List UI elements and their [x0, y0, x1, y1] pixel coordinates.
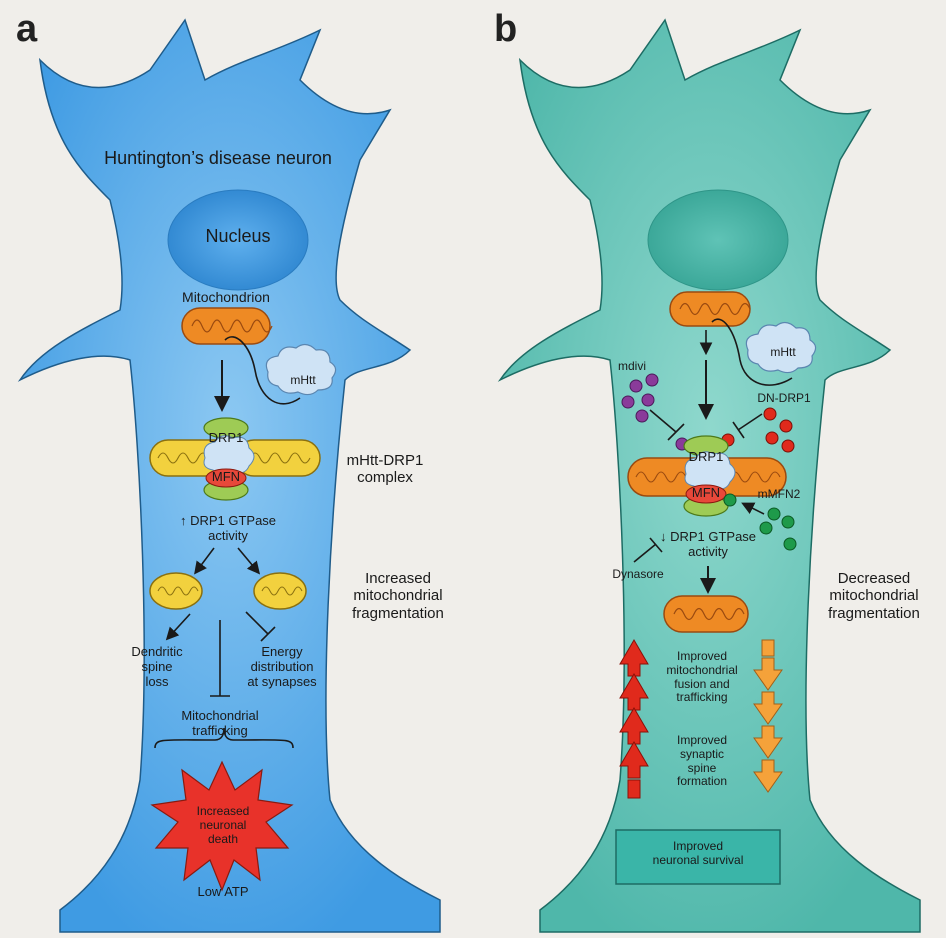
orange-down-arrows: [753, 639, 783, 793]
mito-fragment-a-2: [253, 572, 307, 610]
death-burst: [150, 760, 294, 892]
mitochondrion-b-bottom: [663, 595, 749, 633]
mhtt-label-b: mHtt: [770, 345, 796, 359]
survival-box: [615, 829, 781, 885]
gtpase-label-a: ↑ DRP1 GTPase activity: [179, 513, 277, 543]
mmfn2-molecules: [723, 493, 797, 551]
fusion-complex-b: [627, 435, 787, 517]
drp1-label-b: DRP1: [688, 449, 724, 464]
mfn-label-a: MFN: [211, 469, 241, 484]
mitochondrion-a-top: [181, 307, 273, 345]
inhibit-dynasore: [633, 537, 663, 563]
neuron-title: Huntington’s disease neuron: [104, 148, 332, 168]
panel-letter-b: b: [494, 8, 518, 50]
fusion-label: Improved mitochondrial fusion and traffi…: [666, 649, 738, 705]
inhibit-a-energy: [245, 611, 276, 642]
mhtt-link-a: [224, 336, 301, 405]
mfn-label-b: MFN: [691, 485, 721, 500]
survival-label: Improved neuronal survival: [652, 839, 744, 867]
mitochondrion-b-top: [669, 291, 751, 327]
inhibit-dn-drp1: [732, 413, 763, 439]
dn-drp1-molecules: [721, 407, 795, 453]
atp-label: Low ATP: [197, 884, 249, 899]
trafficking-label: Mitochondrial trafficking: [181, 708, 259, 738]
dendritic-label: Dendritic spine loss: [131, 644, 183, 689]
mhtt-cloud-b: [745, 321, 817, 374]
panel-letter-a: a: [16, 8, 38, 50]
mhtt-link-b: [711, 318, 793, 386]
mmfn2-label: mMFN2: [757, 487, 801, 501]
nucleus-label: Nucleus: [205, 226, 271, 246]
dynasore-label: Dynasore: [612, 567, 664, 581]
inhibit-a-trafficking: [210, 620, 230, 697]
death-label: Increased neuronal death: [196, 804, 250, 846]
arrow-mmfn2: [741, 502, 765, 515]
mhtt-cloud-a: [265, 343, 337, 396]
dn-drp1-label: DN-DRP1: [757, 391, 811, 405]
fragmentation-label-b: Decreased mitochondrial fragmentation: [828, 570, 920, 622]
fragmentation-label-a: Increased mitochondrial fragmentation: [352, 570, 444, 622]
arrow-a-3: [237, 547, 261, 575]
drp1-label-a: DRP1: [208, 430, 244, 445]
mitochondrion-label: Mitochondrion: [182, 289, 270, 305]
gtpase-label-b: ↓ DRP1 GTPase activity: [659, 529, 757, 559]
mdivi-label: mdivi: [617, 359, 646, 373]
complex-label: mHtt-DRP1 complex: [346, 452, 424, 487]
mito-fragment-a-1: [149, 572, 203, 610]
arrow-a-2: [194, 547, 215, 575]
arrow-a-4: [165, 613, 191, 641]
inhibit-mdivi: [649, 409, 685, 441]
energy-label: Energy distribution at synapses: [247, 644, 317, 689]
red-up-arrows: [619, 639, 649, 799]
brace-a: [154, 727, 294, 749]
fission-complex-a: [149, 417, 321, 501]
spine-label: Improved synaptic spine formation: [676, 733, 728, 789]
mhtt-label-a: mHtt: [290, 373, 316, 387]
nucleus-b: [647, 189, 789, 291]
nucleus-a: [167, 189, 309, 291]
